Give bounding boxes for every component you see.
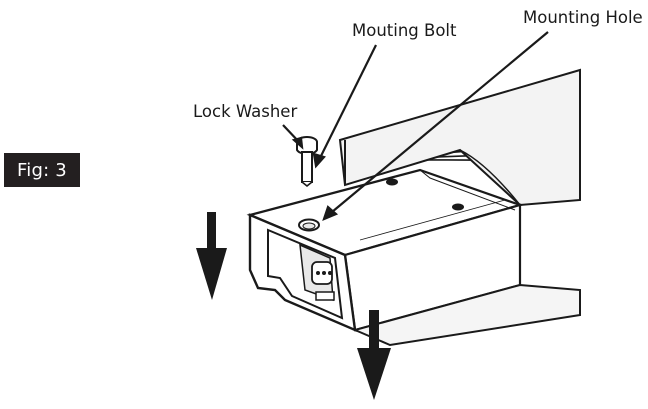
screw-holes: [386, 178, 464, 211]
leader-mounting-hole-head: [322, 205, 339, 221]
callout-lock-washer: Lock Washer: [193, 102, 298, 121]
mounting-bolt-part: [301, 151, 313, 188]
leader-mounting-hole: [331, 31, 549, 213]
leader-mounting-bolt-head: [312, 152, 326, 169]
down-arrow-icon: [357, 310, 391, 400]
figure-badge: Fig: 3: [4, 153, 80, 187]
mounting-hole: [298, 218, 320, 232]
leader-lines: [282, 31, 549, 221]
callout-mounting-bolt: Mouting Bolt: [352, 21, 457, 40]
down-arrow-icon: [196, 212, 227, 300]
leader-lock-washer-head: [291, 136, 304, 150]
leader-mounting-bolt: [319, 44, 377, 159]
mounting-arm: [246, 168, 581, 347]
callout-mounting-hole: Mounting Hole: [523, 8, 643, 27]
